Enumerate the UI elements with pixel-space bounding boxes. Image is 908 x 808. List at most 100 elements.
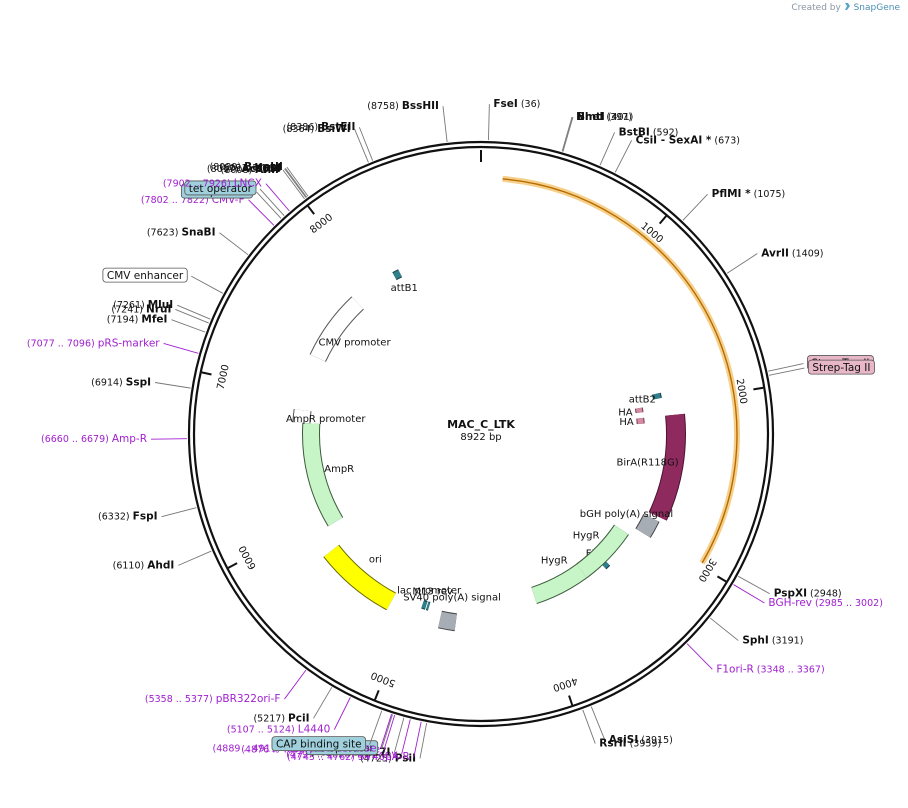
label-position: (7623)	[147, 228, 182, 239]
label-tetop2[interactable]: tet operator	[184, 180, 285, 216]
tick-label: 8000	[308, 212, 335, 236]
tick-label: 5000	[370, 669, 398, 689]
label-bstbi[interactable]: BstBI (592)	[599, 126, 678, 166]
label-mfei[interactable]: (7194) MfeI	[107, 314, 206, 333]
label-name: MfeI	[141, 314, 167, 326]
leader-line	[768, 363, 804, 372]
label-asisi[interactable]: AsiSI (3915)	[590, 706, 673, 746]
label-avrii[interactable]: AvrII (1409)	[726, 248, 824, 274]
label-fspi[interactable]: (6332) FspI	[98, 507, 197, 523]
label-f1orir[interactable]: F1ori-R (3348 .. 3367)	[686, 643, 825, 676]
label-acc65i[interactable]: (8017) Acc65I	[207, 163, 307, 198]
label-name: AflII	[255, 164, 279, 176]
feature-label: AmpR promoter	[286, 414, 366, 425]
label-capbs[interactable]: CAP binding site	[271, 710, 383, 752]
label-cmvenh[interactable]: CMV enhancer	[102, 267, 224, 294]
label-aflii[interactable]: (8008) AflII	[221, 164, 305, 200]
backbone-outer-ring	[187, 140, 775, 728]
label-name: NruI	[146, 303, 171, 315]
label-psii[interactable]: (4725) PsiI	[360, 722, 428, 764]
label-prs[interactable]: (7077 .. 7096) pRS-marker	[27, 337, 199, 354]
label-text: (5358 .. 5377) pBR322ori-F	[145, 693, 281, 705]
label-text: (7261) MluI	[113, 299, 173, 311]
leader-line	[358, 127, 374, 161]
label-sspi[interactable]: (6914) SspI	[91, 377, 191, 389]
label-nhei[interactable]: NheI (397)	[561, 111, 632, 152]
label-lncx[interactable]: (7902 .. 7926) LNCX	[163, 178, 290, 212]
feature-label: HygR	[541, 555, 568, 566]
label-bghrev[interactable]: BGH-rev (2985 .. 3002)	[733, 584, 883, 609]
label-name: FspI	[133, 511, 158, 523]
label-position: (2985 .. 3002)	[812, 598, 883, 609]
label-name: Acc65I	[242, 163, 281, 175]
leader-line	[738, 575, 770, 595]
label-text: PflMI * (1075)	[712, 188, 786, 200]
label-text: CAP binding site	[276, 739, 362, 751]
leader-line	[285, 167, 308, 198]
label-bmti[interactable]: BmtI (401)	[562, 111, 633, 152]
label-position: (7261)	[113, 300, 148, 311]
label-mlui[interactable]: (7261) MluI	[113, 299, 211, 320]
leader-line	[248, 199, 275, 226]
label-pspxi[interactable]: PspXI (2948)	[738, 575, 842, 600]
label-name: LNCX	[234, 178, 262, 190]
label-rsrii[interactable]: RsrII (3959)	[582, 709, 661, 750]
label-pflmi[interactable]: PflMI * (1075)	[682, 188, 786, 221]
label-name: NheI	[576, 111, 603, 123]
label-text: (8758) BssHII	[367, 100, 439, 112]
label-bsteii[interactable]: (8386) BstEII	[286, 121, 374, 161]
label-pbr322[interactable]: (5358 .. 5377) pBR322ori-F	[145, 669, 307, 705]
label-name: AsiSI	[609, 734, 638, 746]
label-ahdi[interactable]: (6110) AhdI	[113, 550, 212, 571]
feature-ampprom	[293, 409, 311, 424]
feature-label: lac promoter	[397, 586, 462, 597]
leader-line	[442, 106, 448, 143]
leader-line	[393, 717, 405, 753]
feature-lacprom	[421, 600, 428, 609]
label-l4440[interactable]: (5107 .. 5124) L4440	[227, 697, 351, 736]
label-strep2[interactable]: Strep-Tag II	[768, 359, 875, 376]
label-pcii[interactable]: (5217) PciI	[253, 687, 333, 724]
label-cmvf[interactable]: (7802 .. 7822) CMV-F	[141, 194, 275, 226]
label-text: (6332) FspI	[98, 511, 157, 523]
leader-line	[284, 669, 307, 700]
label-position: (5217)	[253, 713, 288, 724]
leader-line	[177, 304, 211, 320]
label-csii[interactable]: CsiI - SexAI * (673)	[614, 134, 740, 173]
leader-line	[265, 183, 290, 212]
label-position: (7077 .. 7096)	[27, 338, 98, 349]
label-name: FseI	[493, 98, 517, 110]
plasmid-length: 8922 bp	[460, 432, 501, 443]
feature-frt	[600, 560, 610, 569]
label-position: (673)	[711, 135, 740, 146]
feature-attB1	[392, 270, 402, 280]
label-text: (7194) MfeI	[107, 314, 168, 326]
tick-label: 7000	[216, 364, 232, 391]
leader-line	[419, 722, 428, 759]
label-name: F1ori-R	[716, 663, 753, 675]
label-bamhi[interactable]: (8029) BamHI	[210, 161, 309, 197]
label-position: (397)	[603, 112, 632, 123]
credit-brand: SnapGene	[853, 3, 900, 13]
label-ampr[interactable]: (6660 .. 6679) Amp-R	[41, 433, 188, 445]
label-kpni[interactable]: (8021) KpnI	[220, 162, 308, 198]
label-snabi[interactable]: (7623) SnaBI	[147, 227, 249, 256]
label-text: (7241) NruI	[111, 303, 171, 315]
feature-ori	[324, 545, 396, 610]
feature-label: CMV promoter	[319, 338, 392, 349]
leader-line	[614, 140, 633, 173]
label-sphi[interactable]: SphI (3191)	[709, 617, 803, 647]
feature-bira	[649, 413, 685, 521]
label-bsiwi[interactable]: (8364) BsiWI	[283, 123, 369, 163]
label-text: PspXI (2948)	[774, 588, 842, 600]
leader-line	[383, 714, 396, 750]
credit-line: Created by SnapGene	[791, 2, 900, 13]
label-name: CsiI - SexAI *	[636, 134, 712, 146]
label-nrui[interactable]: (7241) NruI	[111, 303, 209, 324]
label-text: CMV enhancer	[107, 270, 184, 282]
label-position: (7902 .. 7926)	[163, 179, 234, 190]
label-bsshii[interactable]: (8758) BssHII	[367, 100, 448, 143]
leader-line	[381, 714, 393, 749]
label-fsei[interactable]: FseI (36)	[488, 98, 540, 141]
